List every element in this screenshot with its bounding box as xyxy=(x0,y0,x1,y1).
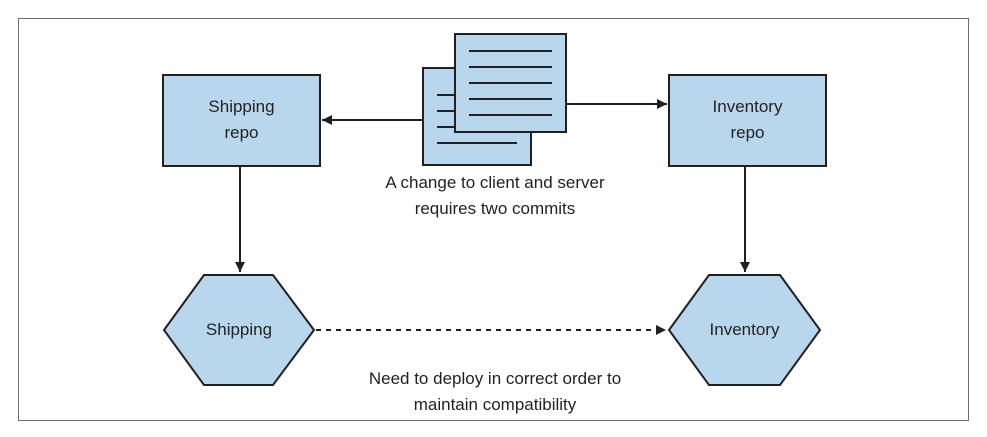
inventory-service-hexagon xyxy=(667,274,822,386)
shipping-service-hexagon xyxy=(162,274,316,386)
stacked-documents-icon xyxy=(422,33,567,166)
shipping-repo-box xyxy=(162,74,321,167)
shipping-service-label: Shipping xyxy=(205,320,273,339)
inventory-service-label: Inventory xyxy=(709,320,780,339)
diagram-frame xyxy=(18,18,969,421)
inventory-repo-box xyxy=(668,74,827,167)
shipping-repo-label: Shipping repo xyxy=(208,97,275,142)
commits-caption: A change to client and server requires t… xyxy=(385,173,605,218)
deploy-caption: Need to deploy in correct order to maint… xyxy=(368,369,622,414)
inventory-repo-label: Inventory repo xyxy=(712,97,783,142)
